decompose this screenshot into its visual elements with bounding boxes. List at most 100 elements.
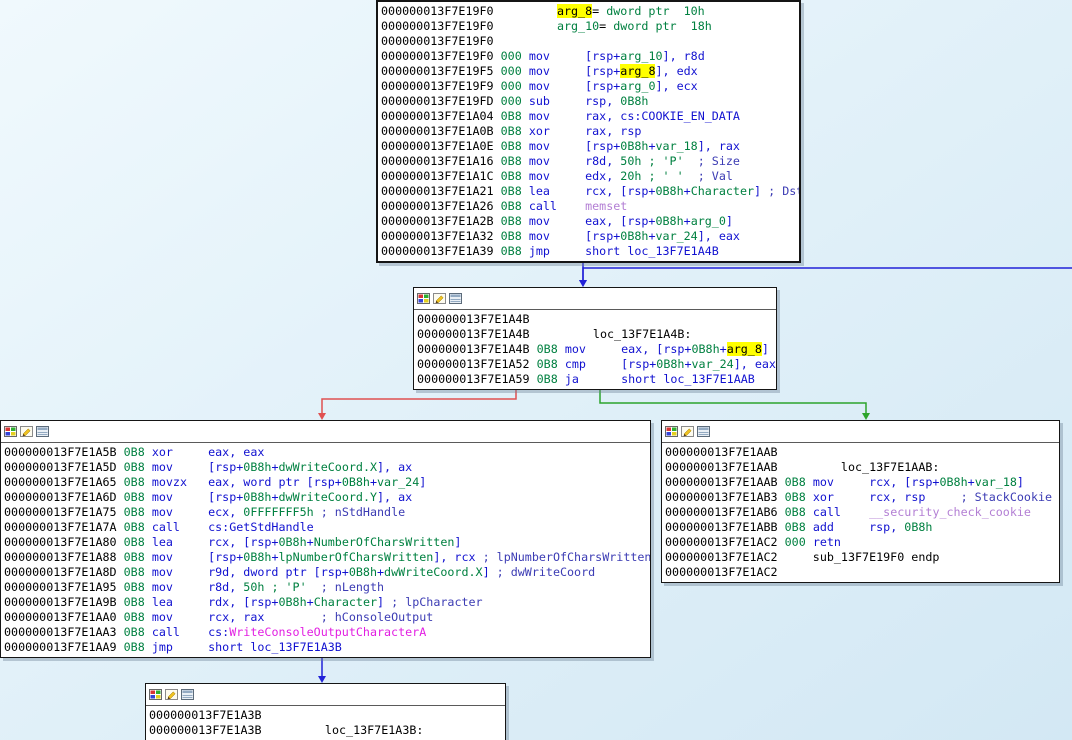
asm-segment: ], ax (377, 460, 413, 474)
asm-line[interactable]: 000000013F7E19F0 (381, 34, 796, 49)
asm-segment: ] (754, 184, 762, 198)
asm-line[interactable]: 000000013F7E1AAB 0B8 mov rcx, [rsp+0B8h+… (665, 475, 1056, 490)
asm-line[interactable]: 000000013F7E1A6D 0B8 mov [rsp+0B8h+dwWri… (4, 490, 647, 505)
asm-line[interactable]: 000000013F7E1A04 0B8 mov rax, cs:COOKIE_… (381, 109, 796, 124)
asm-segment (145, 535, 152, 549)
asm-line[interactable]: 000000013F7E1A88 0B8 mov [rsp+0B8h+lpNum… (4, 550, 650, 565)
asm-line[interactable]: 000000013F7E1A4B loc_13F7E1A4B: (417, 327, 773, 342)
node-titlebar[interactable] (662, 421, 1059, 443)
asm-line[interactable]: 000000013F7E1ABB 0B8 add rsp, 0B8h (665, 520, 1056, 535)
asm-line[interactable]: 000000013F7E1A1C 0B8 mov edx, 20h ; ' ' … (381, 169, 796, 184)
asm-line[interactable]: 000000013F7E1A39 0B8 jmp short loc_13F7E… (381, 244, 796, 259)
asm-line[interactable]: 000000013F7E1A26 0B8 call memset (381, 199, 796, 214)
asm-line[interactable]: 000000013F7E1A21 0B8 lea rcx, [rsp+0B8h+… (381, 184, 799, 199)
asm-segment: 000000013F7E1A8D (4, 565, 117, 579)
asm-line[interactable]: 000000013F7E1AAB loc_13F7E1AAB: (665, 460, 1056, 475)
node-edit-icon[interactable] (20, 426, 33, 437)
asm-segment (778, 505, 785, 519)
node-titlebar[interactable] (146, 684, 505, 706)
asm-line[interactable]: 000000013F7E1AAB (665, 445, 1056, 460)
asm-line[interactable]: 000000013F7E1AC2 sub_13F7E19F0 endp (665, 550, 1056, 565)
node-titlebar[interactable] (414, 288, 776, 310)
asm-segment: lea rcx, [rsp+ (151, 535, 279, 549)
asm-segment: + (271, 460, 279, 474)
asm-segment: 0B8 (123, 565, 145, 579)
asm-line[interactable]: 000000013F7E1A80 0B8 lea rcx, [rsp+0B8h+… (4, 535, 647, 550)
asm-line[interactable]: 000000013F7E1A5B 0B8 xor eax, eax (4, 445, 647, 460)
asm-line[interactable]: 000000013F7E1A3B loc_13F7E1A3B: (149, 723, 502, 738)
asm-segment: 000 (500, 79, 522, 93)
asm-segment: 000000013F7E1A9B (4, 595, 117, 609)
asm-segment (522, 154, 529, 168)
asm-line[interactable]: 000000013F7E1A3B 0B8 mov eax, [rsp+0B8h+… (149, 738, 505, 740)
asm-segment: ], eax (697, 229, 740, 243)
asm-segment: 0B8 (269, 738, 290, 740)
asm-line[interactable]: 000000013F7E19F9 000 mov [rsp+arg_0], ec… (381, 79, 796, 94)
asm-segment: 000000013F7E1A95 (4, 580, 117, 594)
asm-segment: ] (377, 595, 385, 609)
node-color-palette-icon[interactable] (665, 426, 678, 437)
asm-line[interactable]: 000000013F7E1A0B 0B8 xor rax, rsp (381, 124, 796, 139)
asm-line[interactable]: 000000013F7E1AC2 000 retn (665, 535, 1056, 550)
asm-line[interactable]: 000000013F7E1A65 0B8 movzx eax, word ptr… (4, 475, 647, 490)
node-frame-icon[interactable] (449, 293, 462, 304)
asm-segment: 000000013F7E19FD (381, 94, 494, 108)
asm-segment (145, 505, 152, 519)
asm-segment: 000000013F7E1A3B (149, 708, 262, 722)
node-frame-icon[interactable] (181, 689, 194, 700)
asm-segment: 0B8 (500, 109, 522, 123)
node-color-palette-icon[interactable] (4, 426, 17, 437)
asm-line[interactable]: 000000013F7E1A59 0B8 ja short loc_13F7E1… (417, 372, 773, 387)
asm-line[interactable]: 000000013F7E1A16 0B8 mov r8d, 50h ; 'P' … (381, 154, 796, 169)
asm-line[interactable]: 000000013F7E1AA9 0B8 jmp short loc_13F7E… (4, 640, 647, 655)
asm-segment: var_18 (974, 475, 1017, 489)
node-frame-icon[interactable] (697, 426, 710, 437)
asm-segment (494, 199, 501, 213)
asm-line[interactable]: 000000013F7E1AC2 (665, 565, 1056, 580)
node-edit-icon[interactable] (681, 426, 694, 437)
node-titlebar[interactable] (1, 421, 650, 443)
asm-segment: + (377, 565, 385, 579)
asm-line[interactable]: 000000013F7E1A2B 0B8 mov eax, [rsp+0B8h+… (381, 214, 796, 229)
node-edit-icon[interactable] (165, 689, 178, 700)
node-color-palette-icon[interactable] (149, 689, 162, 700)
asm-segment (530, 357, 537, 371)
asm-line[interactable]: 000000013F7E19F0 arg_10= dword ptr 18h (381, 19, 796, 34)
asm-line[interactable]: 000000013F7E1AB6 0B8 call __security_che… (665, 505, 1056, 520)
asm-line[interactable]: 000000013F7E1A7A 0B8 call cs:GetStdHandl… (4, 520, 647, 535)
asm-line[interactable]: 000000013F7E1A3B (149, 708, 502, 723)
asm-line[interactable]: 000000013F7E1A4B (417, 312, 773, 327)
asm-line[interactable]: 000000013F7E19F5 000 mov [rsp+arg_8], ed… (381, 64, 796, 79)
asm-line[interactable]: 000000013F7E19FD 000 sub rsp, 0B8h (381, 94, 796, 109)
asm-line[interactable]: 000000013F7E1A95 0B8 mov r8d, 50h ; 'P' … (4, 580, 647, 595)
asm-segment: 000000013F7E1A59 (417, 372, 530, 386)
asm-line[interactable]: 000000013F7E1A75 0B8 mov ecx, 0FFFFFFF5h… (4, 505, 647, 520)
asm-segment: + (719, 342, 727, 356)
asm-segment: 0B8 (123, 490, 145, 504)
asm-line[interactable]: 000000013F7E1A0E 0B8 mov [rsp+0B8h+var_1… (381, 139, 796, 154)
asm-line[interactable]: 000000013F7E1A32 0B8 mov [rsp+0B8h+var_2… (381, 229, 796, 244)
node-edit-icon[interactable] (433, 293, 446, 304)
asm-line[interactable]: 000000013F7E1A8D 0B8 mov r9d, dword ptr … (4, 565, 647, 580)
asm-line[interactable]: 000000013F7E1AA0 0B8 mov rcx, rax ; hCon… (4, 610, 647, 625)
asm-segment (117, 505, 124, 519)
node-frame-icon[interactable] (36, 426, 49, 437)
asm-line[interactable]: 000000013F7E1A52 0B8 cmp [rsp+0B8h+var_2… (417, 357, 776, 372)
asm-segment: ], r8d (662, 49, 705, 63)
asm-line[interactable]: 000000013F7E1A4B 0B8 mov eax, [rsp+0B8h+… (417, 342, 773, 357)
asm-line[interactable]: 000000013F7E1AA3 0B8 call cs:WriteConsol… (4, 625, 647, 640)
node-color-palette-icon[interactable] (417, 293, 430, 304)
asm-line[interactable]: 000000013F7E1AB3 0B8 xor rcx, rsp ; Stac… (665, 490, 1056, 505)
asm-segment: cmp [rsp+ (564, 357, 657, 371)
asm-line[interactable]: 000000013F7E19F0 arg_8= dword ptr 10h (381, 4, 796, 19)
asm-line[interactable]: 000000013F7E1A9B 0B8 lea rdx, [rsp+0B8h+… (4, 595, 647, 610)
asm-line[interactable]: 000000013F7E1A5D 0B8 mov [rsp+0B8h+dwWri… (4, 460, 647, 475)
asm-segment: 000000013F7E1AB3 (665, 490, 778, 504)
asm-line[interactable]: 000000013F7E19F0 000 mov [rsp+arg_10], r… (381, 49, 796, 64)
